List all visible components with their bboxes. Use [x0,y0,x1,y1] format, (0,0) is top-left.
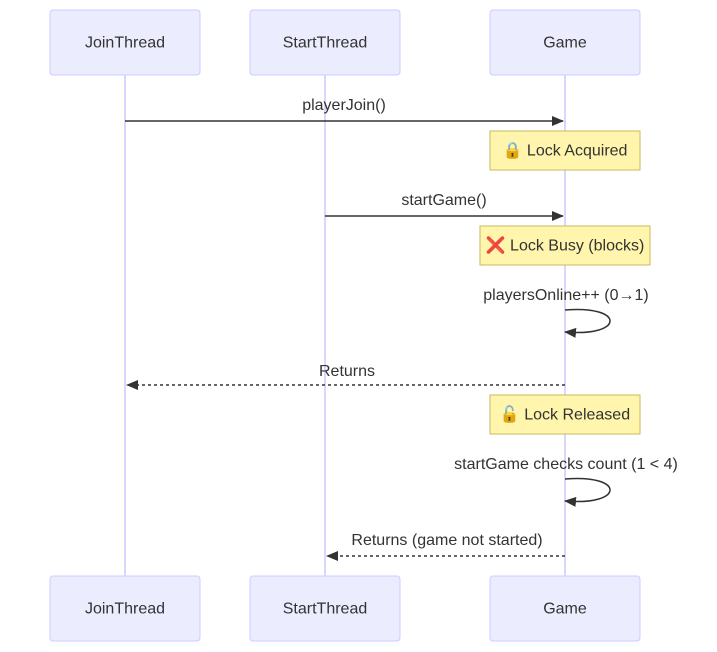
note-label: 🔓 Lock Released [500,405,630,424]
message-startgame: startGame() [325,192,564,221]
actor-jointhread-bottom: JoinThread [49,575,201,642]
message-playerjoin: playerJoin() [125,97,564,126]
message-returns-join: Returns [126,363,565,390]
actor-startthread-top: StartThread [249,9,401,76]
message-startgame-checks-count: startGame checks count (1 < 4) [454,456,678,507]
actor-label: Game [543,35,587,52]
message-label: startGame() [401,192,486,209]
message-label: startGame checks count (1 < 4) [454,456,678,473]
message-label: playersOnline++ (0→1) [483,287,648,304]
note-label: 🔒 Lock Acquired [503,142,628,160]
actor-game-bottom: Game [489,575,641,642]
note-lock-acquired: 🔒 Lock Acquired [489,130,641,171]
message-players-online-increment: playersOnline++ (0→1) [483,287,649,338]
note-label: ❌ Lock Busy (blocks) [486,236,645,255]
actor-label: StartThread [283,601,367,618]
actor-label: JoinThread [85,601,165,618]
message-label: Returns [319,363,375,380]
note-lock-busy: ❌ Lock Busy (blocks) [479,225,651,266]
actor-label: Game [543,601,587,618]
actor-game-top: Game [489,9,641,76]
message-label: playerJoin() [302,97,386,114]
message-returns-start: Returns (game not started) [326,532,565,561]
actor-jointhread-top: JoinThread [49,9,201,76]
note-lock-released: 🔓 Lock Released [489,394,641,435]
actor-label: StartThread [283,35,367,52]
message-label: Returns (game not started) [351,532,542,549]
actor-startthread-bottom: StartThread [249,575,401,642]
actor-label: JoinThread [85,35,165,52]
